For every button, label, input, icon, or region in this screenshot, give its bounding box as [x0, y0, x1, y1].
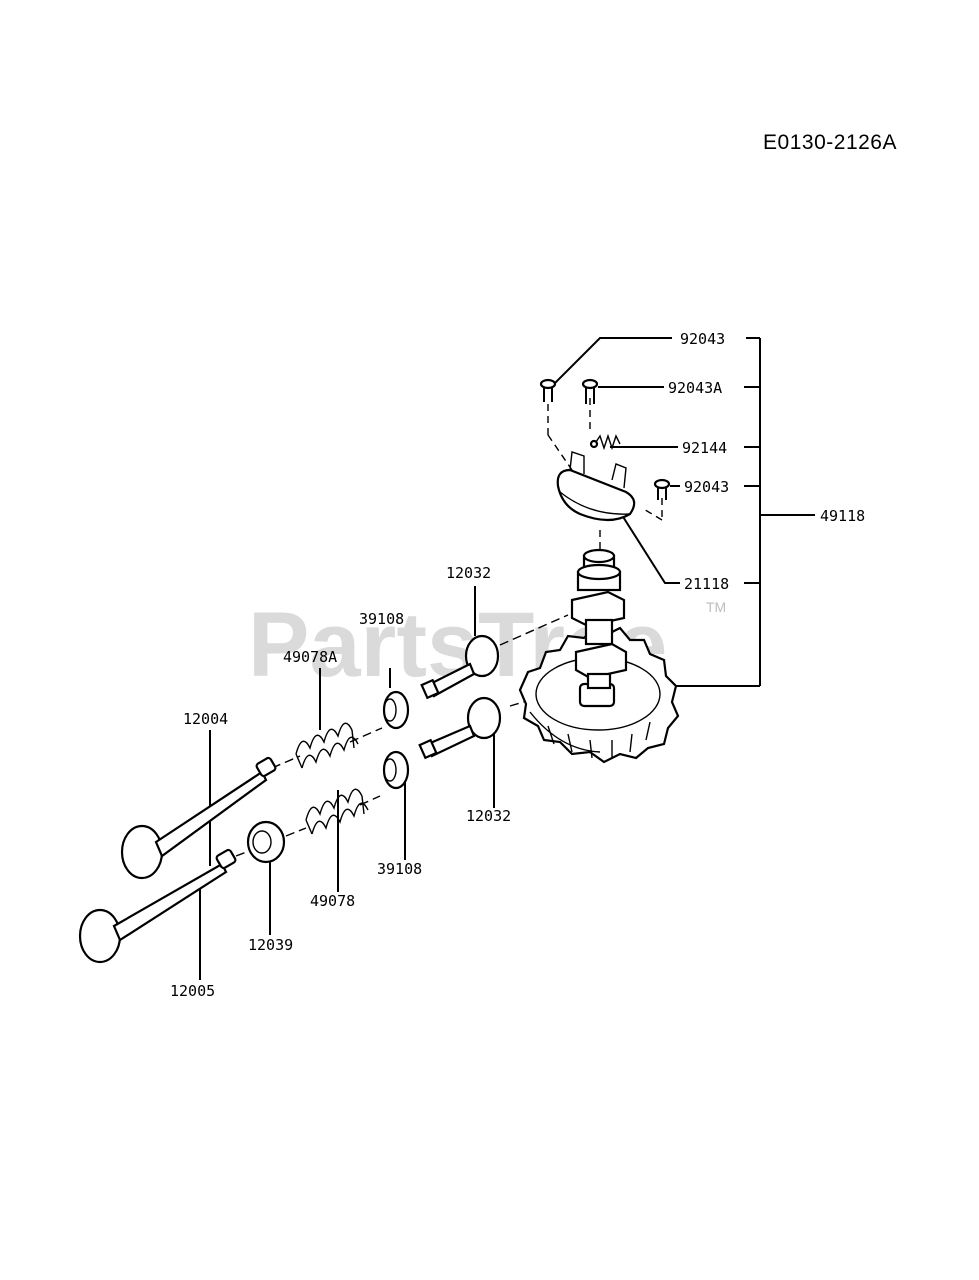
label-49078: 49078: [310, 892, 355, 910]
spring-49078a: [295, 722, 359, 769]
spring-92144: [589, 433, 621, 451]
valve-12032-top: [420, 634, 500, 700]
bolt-92043-top: [539, 378, 557, 402]
assembly-bracket: [672, 337, 815, 687]
diagram-code: E0130-2126A: [763, 131, 897, 154]
label-39108-top: 39108: [359, 610, 404, 628]
part-labels: 92043 92043A 92144 92043 49118 21118 120…: [170, 330, 865, 1000]
bolt-92043-mid: [653, 478, 671, 500]
bolt-92043a: [581, 378, 599, 404]
label-92043-mid: 92043: [684, 478, 729, 496]
retainer-39108-bottom: [382, 750, 410, 790]
label-39108-bottom: 39108: [377, 860, 422, 878]
label-12005: 12005: [170, 982, 215, 1000]
label-49118: 49118: [820, 507, 865, 525]
label-21118: 21118: [684, 575, 729, 593]
valve-12004: [120, 756, 277, 880]
retainer-39108-top: [382, 690, 410, 730]
label-92043a: 92043A: [668, 379, 722, 397]
label-12004: 12004: [183, 710, 228, 728]
label-12032-top: 12032: [446, 564, 491, 582]
watermark-tm: TM: [706, 599, 726, 615]
retainer-12039: [246, 820, 286, 864]
label-92043-top: 92043: [680, 330, 725, 348]
label-12032-bottom: 12032: [466, 807, 511, 825]
spring-49078: [305, 788, 369, 835]
label-49078a: 49078A: [283, 648, 337, 666]
camshaft-gear: [518, 626, 680, 764]
plate-21118: [556, 451, 636, 522]
label-12039: 12039: [248, 936, 293, 954]
valve-12005: [78, 848, 237, 964]
camshaft: [570, 548, 628, 690]
valve-12032-bottom: [418, 696, 502, 760]
label-92144: 92144: [682, 439, 727, 457]
